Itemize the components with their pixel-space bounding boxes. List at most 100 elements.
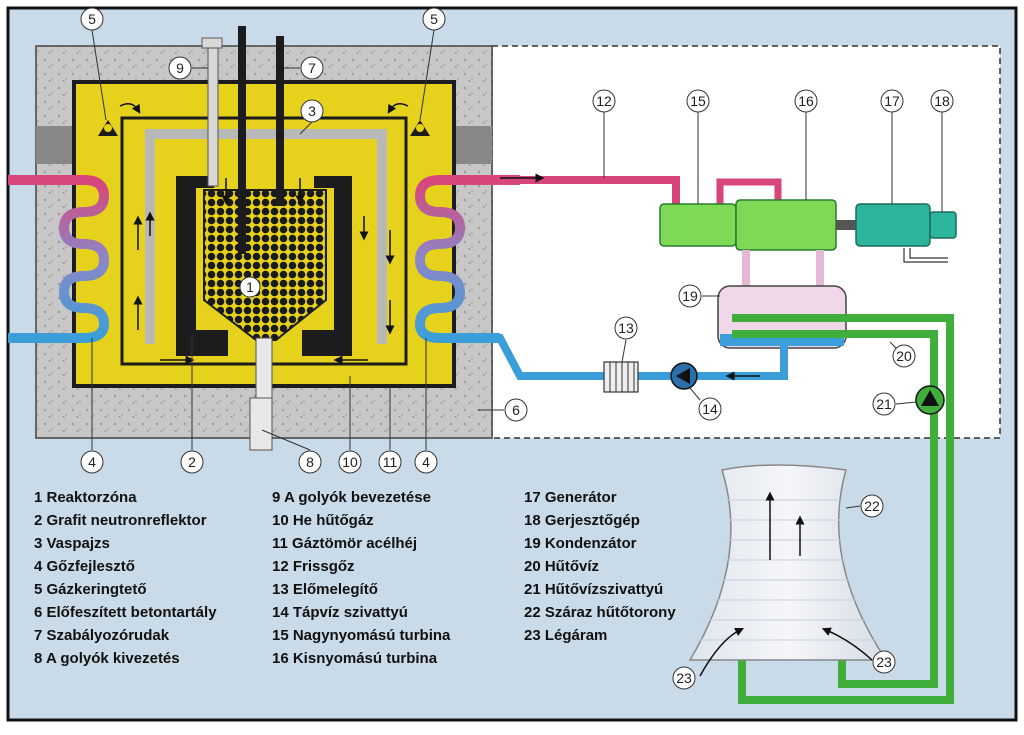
- control-rod-2: [276, 36, 284, 206]
- feedwater-pump-triangle: [676, 368, 690, 384]
- concrete-vent-right: [452, 126, 492, 164]
- preheater-fins: [609, 362, 635, 392]
- legend-item: 10 He hűtőgáz: [272, 512, 374, 529]
- callout-17: 17: [880, 89, 904, 204]
- helium-flow-arrows: [119, 103, 409, 365]
- callout-4b: 4: [414, 338, 438, 474]
- svg-text:7: 7: [308, 60, 316, 76]
- turbine-shaft: [836, 220, 858, 230]
- legend-item: 14 Tápvíz szivattyú: [272, 604, 408, 621]
- legend-item: 19 Kondenzátor: [524, 535, 637, 552]
- tower-hatching: [696, 499, 878, 641]
- svg-text:16: 16: [798, 93, 814, 109]
- graphite-reflector-bottom-right: [302, 330, 334, 356]
- legend-item: 20 Hűtővíz: [524, 558, 600, 575]
- callout-23a: 23: [672, 666, 696, 690]
- legend-item: 6 Előfeszített betontartály: [34, 604, 217, 621]
- graphite-reflector-right: [314, 176, 352, 356]
- legend-item: 22 Száraz hűtőtorony: [524, 604, 676, 621]
- pebble-discharge-tube: [255, 337, 273, 399]
- generator-output-lines: [903, 248, 948, 263]
- crossover-steam-pipe: [716, 178, 782, 206]
- callout-7: 7: [284, 56, 324, 80]
- legend-item: 13 Előmelegítő: [272, 581, 378, 598]
- pebble-feed-inlet: [201, 37, 223, 49]
- steam-generator-left: [8, 175, 110, 343]
- callout-13: 13: [614, 316, 638, 363]
- legend-item: 9 A golyók bevezetése: [272, 489, 431, 506]
- svg-text:8: 8: [306, 454, 314, 470]
- legend-item: 17 Generátor: [524, 489, 617, 506]
- callout-23b: 23: [872, 650, 896, 674]
- callout-5b: 5: [419, 7, 446, 121]
- svg-text:14: 14: [702, 401, 718, 417]
- cooling-water-pump-triangle: [921, 390, 939, 406]
- svg-text:1: 1: [246, 279, 254, 295]
- legend-item: 2 Grafit neutronreflektor: [34, 512, 207, 529]
- reactor-core-pebble-bed: [203, 189, 327, 341]
- turbine-exhaust-ducts: [742, 250, 824, 290]
- callout-3: 3: [299, 99, 324, 135]
- legend-column-3: 17 Generátor 18 Gerjesztőgép 19 Kondenzá…: [524, 486, 676, 647]
- svg-text:12: 12: [596, 93, 612, 109]
- legend-item: 8 A golyók kivezetés: [34, 650, 180, 667]
- svg-text:10: 10: [342, 454, 358, 470]
- svg-text:3: 3: [308, 103, 316, 119]
- callout-22: 22: [845, 494, 884, 518]
- legend-item: 18 Gerjesztőgép: [524, 512, 640, 529]
- svg-text:17: 17: [884, 93, 900, 109]
- preheater: [603, 361, 639, 393]
- legend-item: 23 Légáram: [524, 627, 608, 644]
- svg-text:23: 23: [676, 670, 692, 686]
- svg-text:22: 22: [864, 498, 880, 514]
- callout-15: 15: [686, 89, 710, 204]
- hp-turbine: [659, 203, 737, 247]
- svg-text:20: 20: [896, 348, 912, 364]
- svg-text:9: 9: [176, 60, 184, 76]
- svg-text:11: 11: [383, 454, 398, 470]
- callout-9: 9: [168, 56, 208, 80]
- callout-10: 10: [338, 376, 362, 474]
- pebble-feed-tube: [207, 45, 219, 187]
- feedwater-pipe: [460, 334, 788, 380]
- pebble-discharge-outlet: [249, 397, 273, 451]
- iron-shield: [145, 129, 387, 344]
- callout-18: 18: [930, 89, 954, 212]
- svg-text:2: 2: [188, 454, 196, 470]
- callout-11: 11: [378, 386, 402, 474]
- callout-5a: 5: [80, 7, 107, 121]
- svg-text:19: 19: [682, 288, 698, 304]
- svg-text:6: 6: [512, 402, 520, 418]
- svg-text:23: 23: [876, 654, 892, 670]
- callout-19: 19: [678, 284, 720, 308]
- generator: [855, 203, 931, 247]
- legend-column-1: 1 Reaktorzóna 2 Grafit neutronreflektor …: [34, 486, 217, 670]
- callout-1: 1: [239, 276, 261, 298]
- callout-4a: 4: [80, 338, 104, 474]
- callout-20: 20: [889, 341, 916, 368]
- callout-8: 8: [261, 429, 322, 474]
- lp-turbine: [735, 199, 837, 251]
- callout-21: 21: [872, 392, 917, 416]
- dry-cooling-tower: [688, 464, 888, 661]
- exciter: [929, 211, 957, 239]
- svg-text:4: 4: [88, 454, 96, 470]
- svg-text:21: 21: [876, 396, 892, 412]
- callout-16: 16: [794, 89, 818, 200]
- legend-item: 15 Nagynyomású turbina: [272, 627, 451, 644]
- legend-item: 7 Szabályozórudak: [34, 627, 170, 644]
- svg-text:15: 15: [690, 93, 706, 109]
- legend-item: 4 Gőzfejlesztő: [34, 558, 135, 575]
- callout-14: 14: [689, 387, 722, 421]
- air-flow-arrows: [699, 491, 873, 677]
- gas-circulator-left: [98, 120, 118, 136]
- gas-circulator-right: [410, 120, 430, 136]
- svg-text:18: 18: [934, 93, 950, 109]
- svg-text:13: 13: [618, 320, 634, 336]
- steam-generator-right: [414, 175, 520, 343]
- callout-6: 6: [478, 398, 528, 422]
- graphite-reflector-bottom-left: [196, 330, 228, 356]
- legend-item: 12 Frissgőz: [272, 558, 355, 575]
- control-rod-1: [238, 26, 246, 254]
